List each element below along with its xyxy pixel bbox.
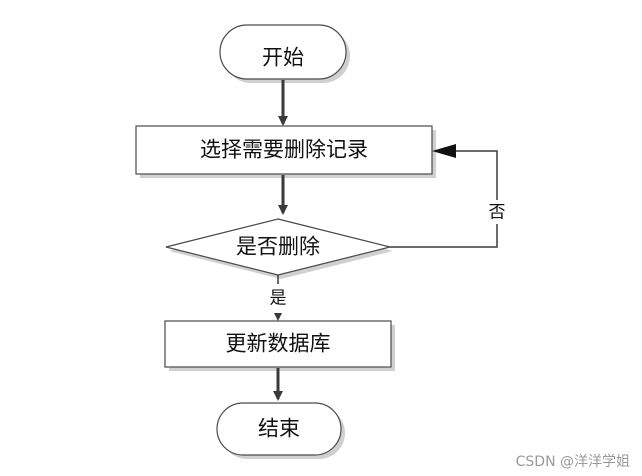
- update-node: 更新数据库: [164, 320, 395, 371]
- update-label: 更新数据库: [226, 332, 331, 356]
- yes-branch-label: 是: [270, 289, 287, 309]
- decision-label: 是否删除: [236, 235, 320, 259]
- no-branch-arrowhead: [432, 144, 456, 158]
- end-label: 结束: [258, 417, 300, 441]
- decision-node: 是否删除: [165, 218, 393, 279]
- select-node: 选择需要删除记录: [135, 125, 436, 178]
- end-node: 结束: [216, 402, 345, 459]
- watermark-text: CSDN @洋洋学姐: [516, 454, 630, 470]
- yes-branch-arrowhead: [274, 313, 282, 321]
- no-branch-line: [390, 150, 498, 248]
- select-label: 选择需要删除记录: [200, 138, 368, 162]
- start-label: 开始: [262, 46, 304, 70]
- start-node: 开始: [219, 24, 350, 83]
- no-branch-label: 否: [489, 203, 506, 223]
